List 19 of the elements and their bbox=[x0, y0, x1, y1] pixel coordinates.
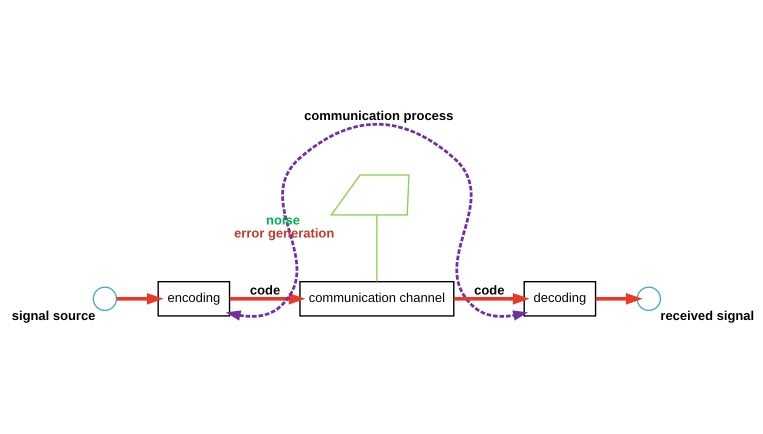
arrow bbox=[226, 122, 528, 320]
arrow bbox=[596, 292, 643, 304]
node-label: signal source bbox=[12, 307, 96, 322]
node-circle bbox=[92, 286, 118, 311]
node-box: decoding bbox=[524, 280, 596, 316]
arrow bbox=[116, 292, 164, 304]
node-label: noise bbox=[266, 212, 300, 227]
edge-label: code bbox=[250, 282, 280, 297]
arrow bbox=[454, 292, 530, 304]
node-label: received signal bbox=[660, 307, 754, 322]
node-bolt bbox=[330, 174, 410, 216]
edge-label: communication process bbox=[304, 108, 454, 123]
node-label: error generation bbox=[234, 224, 334, 240]
edge-label: code bbox=[474, 282, 504, 297]
arrow bbox=[230, 292, 306, 304]
connector bbox=[376, 214, 378, 281]
node-circle bbox=[636, 286, 662, 311]
node-box: encoding bbox=[158, 280, 230, 316]
node-box: communication channel bbox=[299, 280, 454, 316]
